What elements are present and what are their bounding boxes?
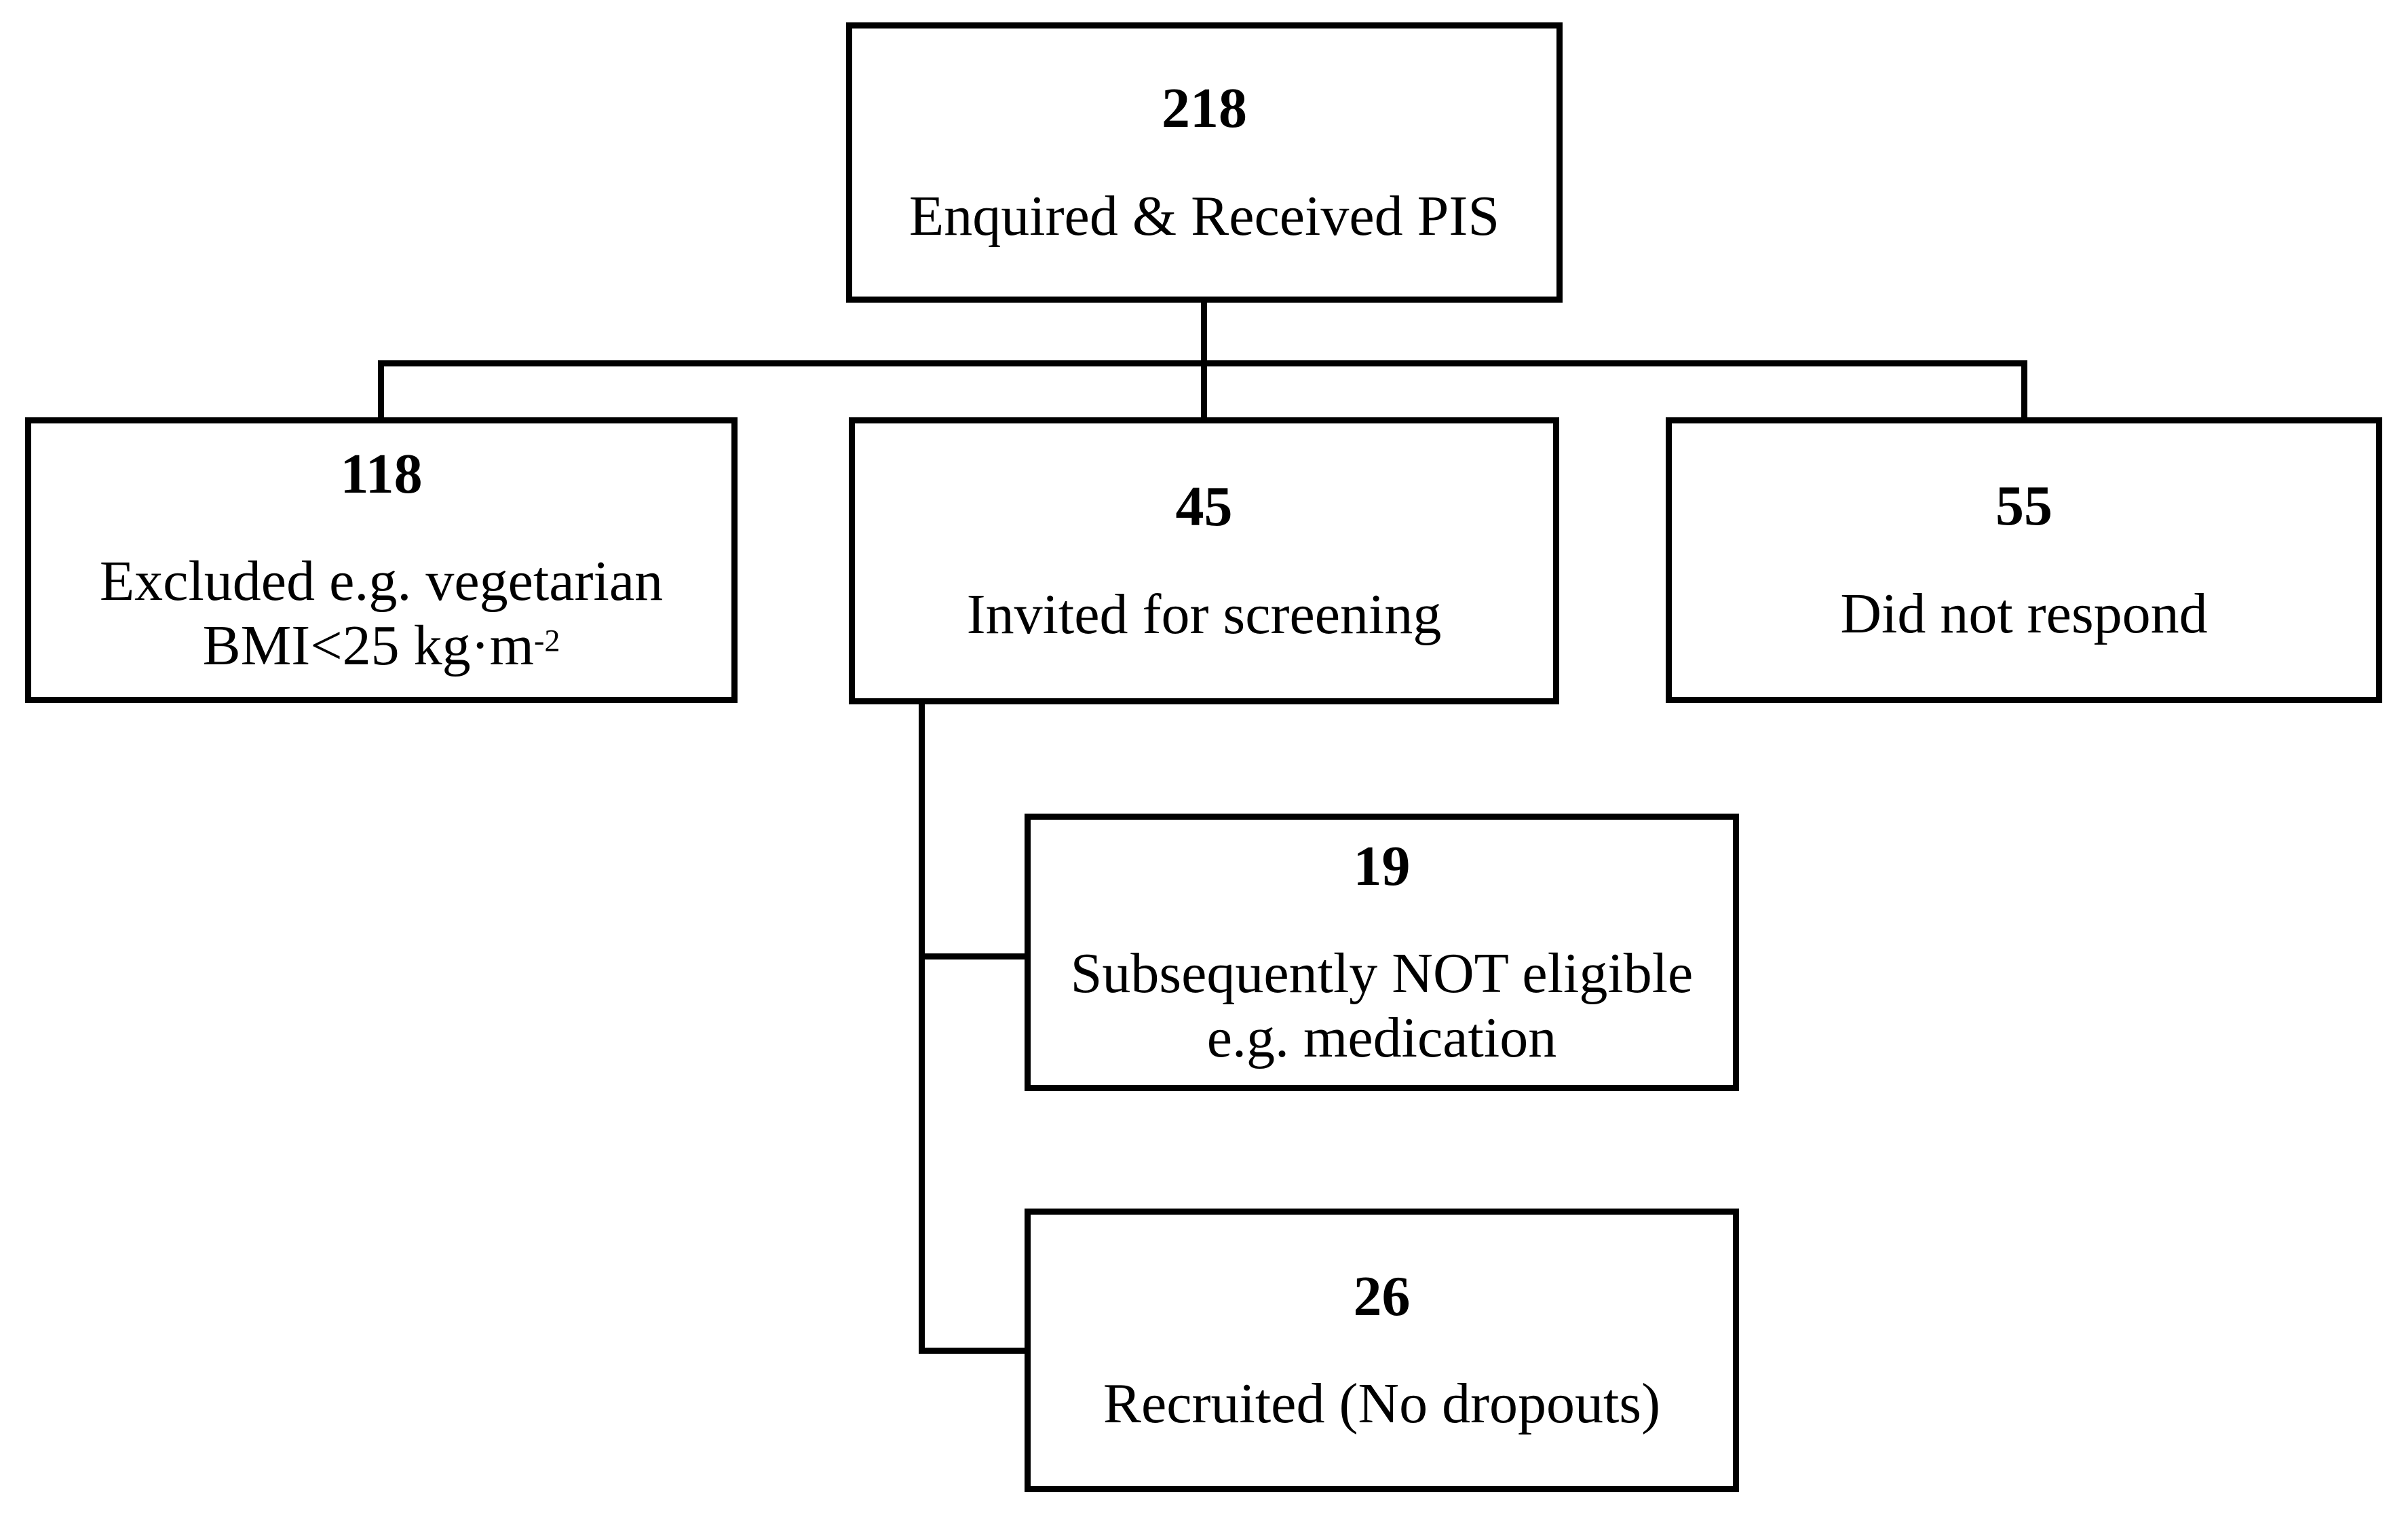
- not-eligible-label: Subsequently NOT eligible e.g. medicatio…: [1071, 942, 1694, 1069]
- recruited-label-line: Recruited (No dropouts): [1103, 1372, 1661, 1435]
- did-not-respond-count: 55: [1995, 474, 2052, 538]
- connector-elbow-recruited: [925, 1348, 1025, 1354]
- excluded-label: Excluded e.g. vegetarian BMI<25 kg·m-2: [100, 550, 663, 677]
- connector-elbow-not-eligible: [925, 953, 1025, 960]
- invited-label-line: Invited for screening: [966, 582, 1442, 646]
- excluded-count: 118: [340, 442, 423, 506]
- excluded-bmi-base: BMI<25 kg·m: [202, 613, 534, 677]
- enquired-label-line: Enquired & Received PIS: [909, 184, 1500, 248]
- did-not-respond-label-line: Did not respond: [1840, 582, 2208, 645]
- connector-top-stub: [1201, 303, 1207, 360]
- node-enquired: 218 Enquired & Received PIS: [846, 22, 1563, 303]
- excluded-label-line2: BMI<25 kg·m-2: [100, 614, 663, 678]
- node-recruited: 26 Recruited (No dropouts): [1025, 1209, 1739, 1492]
- enquired-label: Enquired & Received PIS: [909, 185, 1499, 248]
- node-excluded: 118 Excluded e.g. vegetarian BMI<25 kg·m…: [25, 417, 738, 703]
- excluded-label-line1: Excluded e.g. vegetarian: [99, 550, 664, 613]
- connector-branch-vertical: [919, 704, 925, 1354]
- not-eligible-label-line1: Subsequently NOT eligible: [1070, 942, 1694, 1006]
- not-eligible-count: 19: [1353, 835, 1411, 898]
- connector-distributor-horizontal: [378, 360, 2027, 366]
- node-did-not-respond: 55 Did not respond: [1666, 417, 2382, 703]
- node-invited: 45 Invited for screening: [849, 417, 1559, 704]
- not-eligible-label-line2: e.g. medication: [1206, 1006, 1557, 1069]
- node-not-eligible: 19 Subsequently NOT eligible e.g. medica…: [1025, 814, 1739, 1091]
- invited-label: Invited for screening: [967, 583, 1442, 647]
- connector-drop-middle: [1201, 366, 1207, 417]
- recruited-label: Recruited (No dropouts): [1103, 1372, 1660, 1436]
- recruited-count: 26: [1353, 1264, 1411, 1328]
- connector-drop-right: [2021, 366, 2027, 418]
- invited-count: 45: [1175, 475, 1233, 539]
- enquired-count: 218: [1162, 77, 1247, 140]
- connector-drop-left: [378, 366, 384, 419]
- did-not-respond-label: Did not respond: [1840, 582, 2207, 646]
- excluded-bmi-superscript: -2: [533, 622, 560, 658]
